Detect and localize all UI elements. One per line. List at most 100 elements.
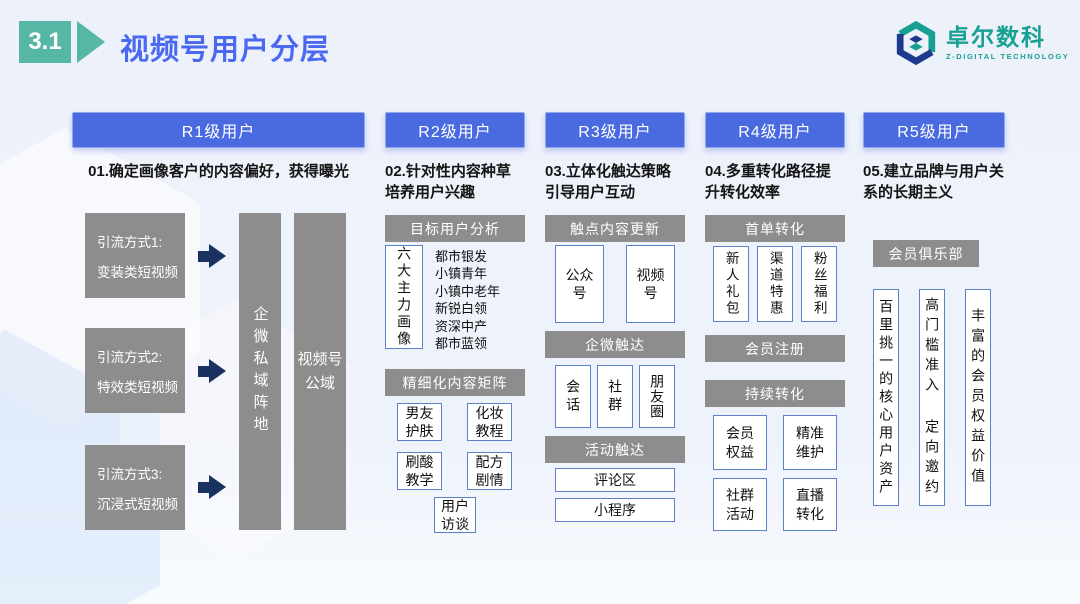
content-label: 化妆教程 <box>475 405 504 440</box>
r1-flow-diagram: 引流方式1: 变装类短视频 引流方式2: 特效类短视频 引流方式3: 沉浸式短视… <box>72 191 365 531</box>
content-box: 化妆教程 <box>467 403 512 442</box>
company-name: 卓尔数科 <box>946 24 1046 51</box>
column-r4: R4级用户 04.多重转化路径提升转化效率 首单转化 新人礼包 渠道特惠 粉丝福… <box>705 112 845 531</box>
section-wecom-touch: 企微触达 <box>545 331 685 358</box>
flow-desc: 变装类短视频 <box>97 264 178 280</box>
section-number-badge: 3.1 <box>19 21 71 63</box>
persona-item: 新锐白领 <box>435 301 488 317</box>
channel-row: 公众号 视频号 <box>545 245 685 323</box>
section-member-register: 会员注册 <box>705 335 845 362</box>
continuous-row2: 社群活动 直播转化 <box>705 478 845 531</box>
company-logo-icon <box>896 20 936 66</box>
club-pillar-box: 百里挑一的核心用户资产 <box>873 289 899 506</box>
club-pillar-row: 百里挑一的核心用户资产 高门槛准入 定向邀约 丰富的会员权益价值 <box>863 289 1005 506</box>
column-subtitle-r3: 03.立体化触达策略引导用户互动 <box>545 163 671 201</box>
content-label: 男友护肤 <box>405 405 434 440</box>
content-label: 刷酸教学 <box>405 454 434 489</box>
content-matrix-row1: 男友护肤 化妆教程 <box>385 403 525 442</box>
column-header-r5: R5级用户 <box>863 112 1005 148</box>
flow-arrow-icon <box>198 244 226 268</box>
continuous-box: 精准维护 <box>783 415 837 470</box>
section-target-user-analysis: 目标用户分析 <box>385 215 525 242</box>
wecom-box: 会话 <box>555 365 591 428</box>
flow-desc: 特效类短视频 <box>97 379 178 395</box>
public-domain-line2: 公域 <box>304 374 335 392</box>
channel-label: 视频号 <box>636 266 665 301</box>
persona-item: 都市蓝领 <box>435 336 488 352</box>
flow-arrow-icon <box>198 359 226 383</box>
section-continuous-conversion: 持续转化 <box>705 380 845 407</box>
continuous-box: 直播转化 <box>783 478 837 531</box>
activity-touch-list: 评论区 小程序 <box>545 468 685 522</box>
continuous-box: 会员权益 <box>713 415 767 470</box>
wecom-box: 社群 <box>597 365 633 428</box>
section-content-matrix: 精细化内容矩阵 <box>385 369 525 397</box>
page-title: 视频号用户分层 <box>120 34 331 66</box>
column-r2: R2级用户 02.针对性内容种草培养用户兴趣 目标用户分析 六大主力画像 都市银… <box>385 112 525 534</box>
column-header-r2: R2级用户 <box>385 112 525 148</box>
channel-label: 公众号 <box>565 266 594 301</box>
channel-box: 公众号 <box>555 245 604 323</box>
traffic-source-box-1: 引流方式1: 变装类短视频 <box>85 213 185 298</box>
persona-item: 小镇中老年 <box>435 283 501 299</box>
content-box: 男友护肤 <box>397 403 442 442</box>
first-order-box: 新人礼包 <box>713 246 749 322</box>
persona-block: 六大主力画像 都市银发 小镇青年 小镇中老年 新锐白领 资深中产 都市蓝领 <box>385 245 525 352</box>
wecom-touch-row: 会话 社群 朋友圈 <box>545 365 685 428</box>
content-label: 用户访谈 <box>440 498 469 533</box>
column-subtitle-r1: 01.确定画像客户的内容偏好，获得曝光 <box>88 163 349 180</box>
club-pillar-box: 高门槛准入 定向邀约 <box>919 289 945 506</box>
content-box: 配方剧情 <box>467 452 512 491</box>
column-subtitle-r2: 02.针对性内容种草培养用户兴趣 <box>385 163 511 201</box>
section-touchpoint-update: 触点内容更新 <box>545 215 685 242</box>
continuous-label: 精准维护 <box>795 425 824 460</box>
column-r3: R3级用户 03.立体化触达策略引导用户互动 触点内容更新 公众号 视频号 企微… <box>545 112 685 522</box>
persona-list: 都市银发 小镇青年 小镇中老年 新锐白领 资深中产 都市蓝领 <box>435 245 500 352</box>
channel-box: 视频号 <box>626 245 675 323</box>
traffic-source-box-2: 引流方式2: 特效类短视频 <box>85 328 185 413</box>
content-box: 刷酸教学 <box>397 452 442 491</box>
continuous-label: 社群活动 <box>725 487 754 522</box>
first-order-box: 渠道特惠 <box>757 246 793 322</box>
wecom-box: 朋友圈 <box>639 365 675 428</box>
column-r5: R5级用户 05.建立品牌与用户关系的长期主义 会员俱乐部 百里挑一的核心用户资… <box>863 112 1005 506</box>
flow-label: 引流方式2: <box>97 349 163 365</box>
persona-label-box: 六大主力画像 <box>385 245 423 349</box>
flow-label: 引流方式1: <box>97 234 163 250</box>
content-matrix-row2: 刷酸教学 配方剧情 <box>385 452 525 491</box>
first-order-box: 粉丝福利 <box>801 246 837 322</box>
private-domain-bar: 企微私域阵地 <box>239 213 281 530</box>
persona-item: 都市银发 <box>435 249 488 264</box>
flow-label: 引流方式3: <box>97 466 163 482</box>
section-member-club: 会员俱乐部 <box>873 240 979 267</box>
content-label: 配方剧情 <box>475 454 504 489</box>
activity-box: 评论区 <box>555 468 675 492</box>
continuous-label: 直播转化 <box>795 487 824 522</box>
continuous-label: 会员权益 <box>725 425 754 460</box>
public-domain-bar: 视频号 公域 <box>294 213 346 530</box>
activity-box: 小程序 <box>555 498 675 522</box>
column-header-r3: R3级用户 <box>545 112 685 148</box>
continuous-box: 社群活动 <box>713 478 767 531</box>
club-pillar-box: 丰富的会员权益价值 <box>965 289 991 506</box>
flow-desc: 沉浸式短视频 <box>97 496 178 512</box>
traffic-source-box-3: 引流方式3: 沉浸式短视频 <box>85 445 185 530</box>
persona-item: 资深中产 <box>435 318 488 334</box>
first-order-row: 新人礼包 渠道特惠 粉丝福利 <box>705 246 845 322</box>
column-header-r4: R4级用户 <box>705 112 845 148</box>
column-subtitle-r4: 04.多重转化路径提升转化效率 <box>705 163 831 201</box>
private-domain-label: 企微私域阵地 <box>251 305 269 438</box>
content-box-user-interview: 用户访谈 <box>434 497 476 534</box>
persona-item: 小镇青年 <box>435 266 488 282</box>
company-logo: 卓尔数科 Z-DIGITAL TECHNOLOGY <box>893 20 1069 66</box>
company-tagline: Z-DIGITAL TECHNOLOGY <box>946 51 1070 61</box>
column-r1: R1级用户 01.确定画像客户的内容偏好，获得曝光 引流方式1: 变装类短视频 … <box>72 112 365 531</box>
public-domain-line1: 视频号 <box>297 351 343 369</box>
column-header-r1: R1级用户 <box>72 112 365 148</box>
column-subtitle-r5: 05.建立品牌与用户关系的长期主义 <box>863 163 1004 201</box>
triangle-pointer-icon <box>77 21 105 63</box>
continuous-row1: 会员权益 精准维护 <box>705 415 845 470</box>
section-first-order: 首单转化 <box>705 215 845 242</box>
section-activity-touch: 活动触达 <box>545 436 685 463</box>
